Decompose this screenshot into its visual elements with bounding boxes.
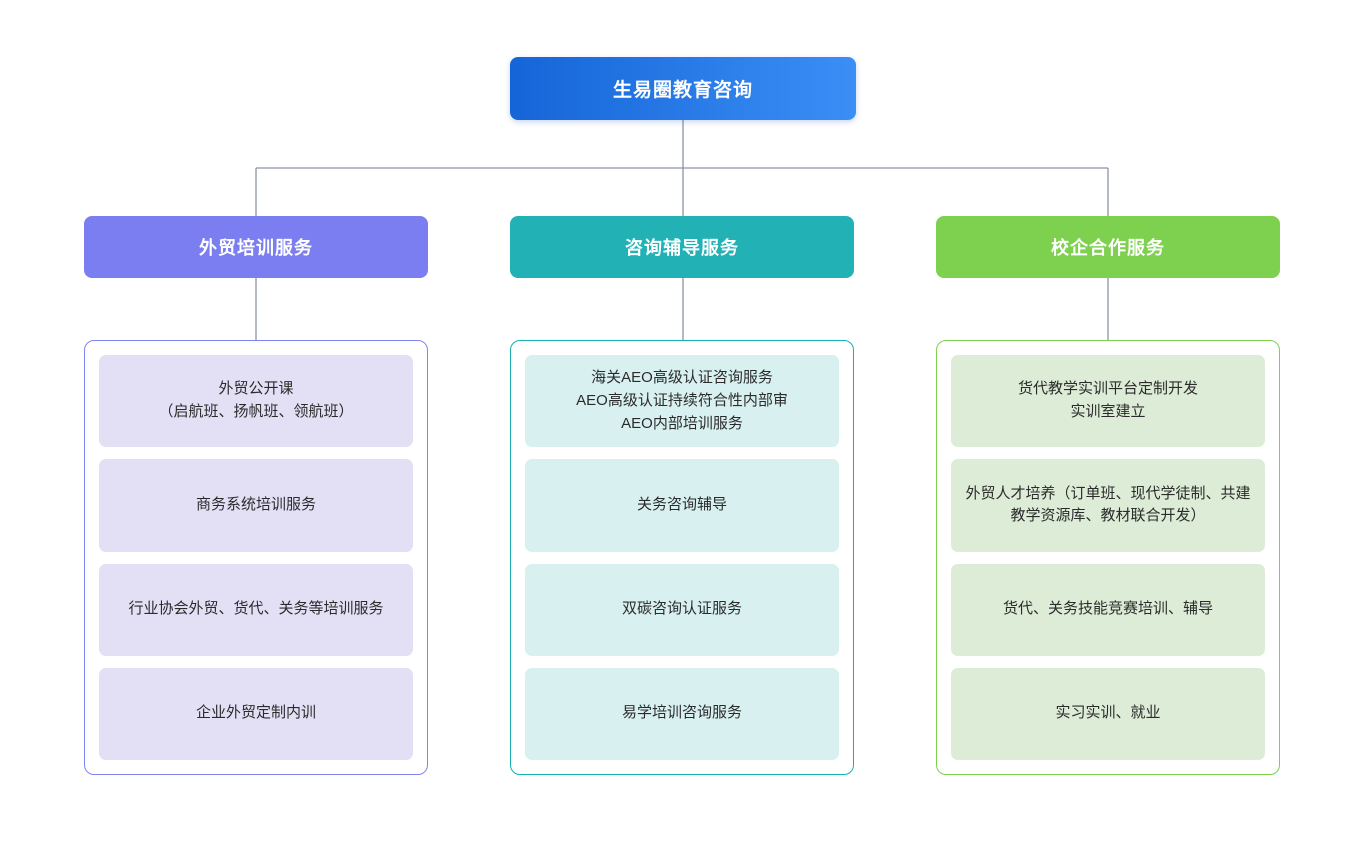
branch-column-3: 校企合作服务 货代教学实训平台定制开发 实训室建立 外贸人才培养（订单班、现代学… bbox=[936, 216, 1280, 775]
branch-column-2: 咨询辅导服务 海关AEO高级认证咨询服务 AEO高级认证持续符合性内部审 AEO… bbox=[510, 216, 854, 775]
branch-body-1: 外贸公开课 （启航班、扬帆班、领航班） 商务系统培训服务 行业协会外贸、货代、关… bbox=[84, 340, 428, 775]
branch-header-3[interactable]: 校企合作服务 bbox=[936, 216, 1280, 278]
branch-3-item-1[interactable]: 货代教学实训平台定制开发 实训室建立 bbox=[951, 355, 1265, 448]
branch-header-1-label: 外贸培训服务 bbox=[199, 238, 313, 258]
branch-1-item-4[interactable]: 企业外贸定制内训 bbox=[99, 667, 413, 760]
branch-body-3: 货代教学实训平台定制开发 实训室建立 外贸人才培养（订单班、现代学徒制、共建教学… bbox=[936, 340, 1280, 775]
branch-header-2-label: 咨询辅导服务 bbox=[625, 238, 739, 258]
branch-1-item-1[interactable]: 外贸公开课 （启航班、扬帆班、领航班） bbox=[99, 355, 413, 448]
branch-2-item-1[interactable]: 海关AEO高级认证咨询服务 AEO高级认证持续符合性内部审 AEO内部培训服务 bbox=[525, 355, 839, 448]
branch-header-2[interactable]: 咨询辅导服务 bbox=[510, 216, 854, 278]
branch-body-2: 海关AEO高级认证咨询服务 AEO高级认证持续符合性内部审 AEO内部培训服务 … bbox=[510, 340, 854, 775]
branch-3-item-4[interactable]: 实习实训、就业 bbox=[951, 667, 1265, 760]
branch-column-1: 外贸培训服务 外贸公开课 （启航班、扬帆班、领航班） 商务系统培训服务 行业协会… bbox=[84, 216, 428, 775]
root-node-label: 生易圈教育咨询 bbox=[612, 80, 753, 101]
branch-header-1[interactable]: 外贸培训服务 bbox=[84, 216, 428, 278]
branch-2-item-2[interactable]: 关务咨询辅导 bbox=[525, 459, 839, 552]
branch-2-item-3[interactable]: 双碳咨询认证服务 bbox=[525, 563, 839, 656]
branch-3-item-2[interactable]: 外贸人才培养（订单班、现代学徒制、共建教学资源库、教材联合开发） bbox=[951, 459, 1265, 552]
branch-1-item-2[interactable]: 商务系统培训服务 bbox=[99, 459, 413, 552]
branch-header-3-label: 校企合作服务 bbox=[1051, 238, 1165, 258]
branch-3-item-3[interactable]: 货代、关务技能竞赛培训、辅导 bbox=[951, 563, 1265, 656]
root-node[interactable]: 生易圈教育咨询 bbox=[510, 57, 856, 120]
branch-1-item-3[interactable]: 行业协会外贸、货代、关务等培训服务 bbox=[99, 563, 413, 656]
branch-2-item-4[interactable]: 易学培训咨询服务 bbox=[525, 667, 839, 760]
